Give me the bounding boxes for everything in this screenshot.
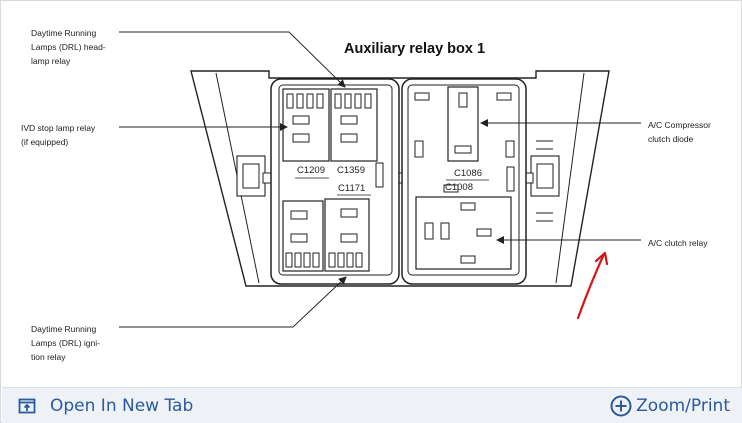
zoom-print-label: Zoom/Print: [636, 395, 730, 416]
label-c1008: C1008: [445, 182, 473, 193]
label-drl-headlamp-relay: Daytime Running Lamps (DRL) head- lamp r…: [31, 28, 106, 66]
label-ac-clutch-relay: A/C clutch relay: [648, 238, 708, 248]
svg-text:clutch diode: clutch diode: [648, 134, 694, 144]
open-in-new-tab-button[interactable]: Open In New Tab: [18, 388, 193, 423]
relay-box-drawing: Auxiliary relay box 1: [21, 28, 711, 362]
label-drl-ignition-relay: Daytime Running Lamps (DRL) igni- tion r…: [31, 324, 100, 362]
svg-text:Lamps (DRL) head-: Lamps (DRL) head-: [31, 42, 106, 52]
svg-text:lamp relay: lamp relay: [31, 56, 71, 66]
label-ivd-stop-lamp-relay: IVD stop lamp relay (if equipped): [21, 123, 96, 147]
svg-text:(if equipped): (if equipped): [21, 137, 68, 147]
viewer-footer: Open In New Tab Zoom/Print: [2, 387, 742, 423]
diagram-title: Auxiliary relay box 1: [344, 41, 485, 57]
zoom-print-button[interactable]: Zoom/Print: [610, 388, 730, 423]
svg-text:A/C clutch relay: A/C clutch relay: [648, 238, 708, 248]
leader-drl-ignition: [119, 276, 347, 328]
leader-drl-headlamp: [119, 31, 346, 88]
svg-text:A/C Compressor: A/C Compressor: [648, 120, 711, 130]
svg-text:tion relay: tion relay: [31, 352, 66, 362]
red-annotation-arrow: [576, 251, 609, 320]
zoom-plus-icon: [610, 395, 632, 417]
open-in-new-tab-label: Open In New Tab: [50, 395, 194, 416]
svg-text:Daytime Running: Daytime Running: [31, 324, 96, 334]
label-c1209: C1209: [297, 165, 325, 176]
svg-text:Daytime Running: Daytime Running: [31, 28, 96, 38]
label-ac-compressor-diode: A/C Compressor clutch diode: [648, 120, 711, 144]
open-in-new-tab-icon: [18, 397, 36, 415]
label-c1086: C1086: [454, 168, 482, 179]
relay-box-diagram: Auxiliary relay box 1: [1, 1, 742, 387]
svg-text:IVD stop lamp relay: IVD stop lamp relay: [21, 123, 96, 133]
svg-text:Lamps (DRL) igni-: Lamps (DRL) igni-: [31, 338, 100, 348]
label-c1171: C1171: [338, 183, 365, 194]
label-c1359: C1359: [337, 165, 365, 176]
